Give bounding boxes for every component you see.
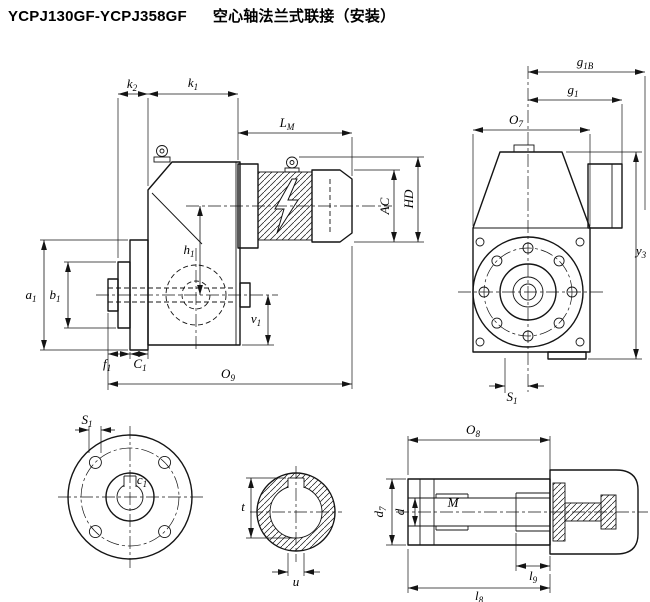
front-dimensions: g1B g1 O7 y3 S1 xyxy=(472,54,647,406)
dim-label-u: u xyxy=(293,574,300,589)
dim-label-O7: O7 xyxy=(509,112,523,129)
dim-label-k1: k1 xyxy=(188,75,198,92)
side-view: k2 k1 LM AC HD h1 a1 b1 v1 xyxy=(26,75,424,390)
terminal-box xyxy=(587,163,623,229)
dim-label-d: d xyxy=(392,508,407,515)
housing-eyebolt-icon xyxy=(153,145,171,163)
dim-label-t: t xyxy=(241,499,245,514)
dim-label-d7: d7 xyxy=(371,506,388,518)
flange-end-view: c1 S1 xyxy=(58,412,204,568)
title-caption: 空心轴法兰式联接（安装） xyxy=(212,8,396,25)
title-model: YCPJ130GF-YCPJ358GF xyxy=(8,8,187,25)
dim-label-M: M xyxy=(447,495,460,510)
shaft-ring-hatch xyxy=(257,473,335,551)
dim-label-y3: y3 xyxy=(634,243,647,260)
dim-label-S1-flange: S1 xyxy=(82,412,93,429)
dim-label-v1: v1 xyxy=(251,311,261,328)
dim-label-c1: c1 xyxy=(137,472,147,489)
dim-label-h1: h1 xyxy=(184,242,195,259)
dim-label-O8: O8 xyxy=(466,422,480,439)
dim-label-l9: l9 xyxy=(529,568,538,585)
shaft-section-view: M O8 d7 d l9 l8 xyxy=(371,422,648,602)
dim-label-f1: f1 xyxy=(103,356,111,373)
dim-label-O9: O9 xyxy=(221,366,235,383)
dim-label-S1-front: S1 xyxy=(507,389,518,406)
dim-label-b1: b1 xyxy=(50,287,61,304)
bore-section-view: t u xyxy=(241,466,342,589)
dim-label-AC: AC xyxy=(377,197,392,215)
end-cap xyxy=(549,469,639,555)
mounting-foot xyxy=(547,351,587,360)
dim-label-g1B: g1B xyxy=(577,54,594,71)
dim-label-g1: g1 xyxy=(568,82,579,99)
dim-label-a1: a1 xyxy=(26,287,37,304)
front-view: g1B g1 O7 y3 S1 xyxy=(458,54,647,406)
dim-label-k2: k2 xyxy=(127,76,138,93)
dim-label-LM: LM xyxy=(279,115,295,132)
shaft-dimensions: O8 d7 d l9 l8 xyxy=(371,422,551,602)
bore-dimensions: t u xyxy=(241,477,320,589)
dim-label-C1: C1 xyxy=(133,356,146,373)
motor-eyebolt-icon xyxy=(284,156,300,173)
drawing-title: YCPJ130GF-YCPJ358GF 空心轴法兰式联接（安装） xyxy=(8,5,395,26)
flange-dimensions: S1 xyxy=(75,412,115,453)
dim-label-l8: l8 xyxy=(475,588,484,602)
dim-label-HD: HD xyxy=(401,189,416,209)
side-dimensions: k2 k1 LM AC HD h1 a1 b1 v1 xyxy=(26,75,424,390)
